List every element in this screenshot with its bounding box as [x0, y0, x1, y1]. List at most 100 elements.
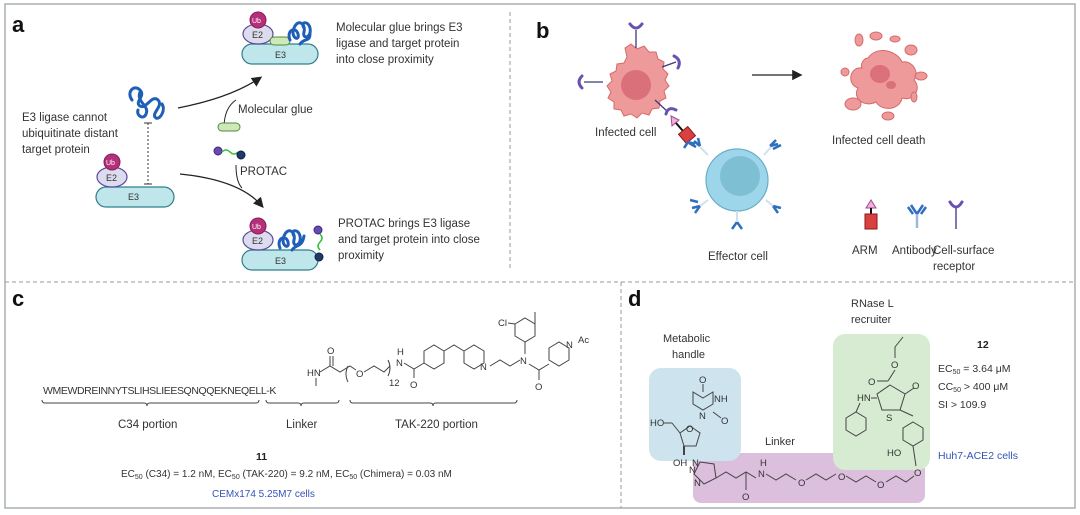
arm-icon: [864, 199, 878, 230]
glue-caption-3: into close proximity: [336, 54, 434, 66]
si-prefix: SI: [938, 399, 948, 411]
tak220-structure: N N Cl O N Ac: [423, 312, 589, 393]
caption-e3-cannot-1: E3 ligase cannot: [22, 112, 108, 124]
effector-cell-label: Effector cell: [708, 251, 768, 263]
compound-11-activity: EC50 (C34) = 1.2 nM, EC50 (TAK-220) = 9.…: [121, 469, 452, 481]
legend: ARM Antibody Cell-surface receptor: [852, 199, 994, 273]
legend-label-receptor-2: receptor: [933, 261, 975, 273]
legend-item-antibody: Antibody: [892, 204, 937, 257]
molecular-glue-label: Molecular glue: [238, 104, 313, 116]
legend-item-receptor: Cell-surface receptor: [933, 200, 994, 273]
protac-icon: [213, 146, 246, 160]
arrow-to-glue: [177, 76, 263, 109]
repeat-count: 12: [389, 378, 400, 389]
infected-cell-icon: [577, 22, 681, 119]
panel-d: d Metabolic handle RNase L recruiter Lin…: [628, 286, 1018, 503]
peptide-sequence: WMEWDREINNYTSLIHSLIEESQNQQEKNEQELL-K: [43, 385, 276, 397]
cc50-value: > 400 μM: [961, 381, 1008, 393]
metabolic-handle-label-1: Metabolic: [663, 333, 711, 345]
molecular-glue-icon: [217, 122, 241, 132]
chem-o: O: [798, 478, 805, 489]
chem-ho: HO: [887, 448, 901, 459]
ec50-sub: 50: [232, 474, 240, 481]
linker-chain: N N O H N O O O O: [689, 458, 921, 503]
cells-label-c: CEMx174 5.25M7 cells: [212, 489, 315, 500]
si-line: SI > 109.9: [938, 399, 986, 411]
chem-n: N: [689, 465, 696, 476]
ub-label: Ub: [252, 18, 261, 25]
ec50-sub: 50: [953, 369, 961, 376]
chem-hn: HN: [307, 368, 321, 379]
c34-portion-label: C34 portion: [118, 419, 177, 431]
chem-o: O: [410, 380, 417, 391]
rnase-label-1: RNase L: [851, 298, 894, 310]
chem-h: H: [760, 458, 767, 469]
chem-o: O: [912, 381, 919, 392]
protac-caption-1: PROTAC brings E3 ligase: [338, 218, 470, 230]
panel-a: a E3 ligase cannot ubiquitinate distant …: [12, 11, 480, 271]
ec50-c34-value: (C34) = 1.2 nM,: [143, 469, 218, 480]
panel-b: b Infected cell: [536, 18, 994, 273]
cc50-sub: 50: [953, 387, 961, 394]
legend-label-receptor-1: Cell-surface: [933, 245, 994, 257]
e2-label: E2: [252, 30, 263, 40]
chem-o: O: [686, 424, 693, 435]
ec50-line: EC50 = 3.64 μM: [938, 363, 1011, 376]
legend-label-antibody: Antibody: [892, 245, 937, 257]
glue-caption-1: Molecular glue brings E3: [336, 22, 463, 34]
ec50-chimera-value: (Chimera) = 0.03 nM: [357, 469, 452, 480]
chem-hn: HN: [857, 393, 871, 404]
chem-oh: OH: [673, 458, 687, 469]
ec50-chimera-prefix: EC: [335, 469, 349, 480]
ec50-prefix: EC: [938, 363, 953, 375]
chem-n: N: [758, 469, 765, 480]
panel-c: c WMEWDREINNYTSLIHSLIEESQNQQEKNEQELL-K H…: [12, 286, 589, 500]
chem-cl: Cl: [498, 318, 507, 329]
protac-caption-2: and target protein into close: [338, 234, 480, 246]
metabolic-handle-region: [649, 368, 741, 461]
linker-portion-label: Linker: [286, 419, 317, 431]
chem-n: N: [480, 362, 487, 373]
e3-label: E3: [275, 50, 286, 60]
legend-label-arm: ARM: [852, 245, 878, 257]
e3-ligase-icon: [95, 186, 175, 208]
protac-complex: E3 E2 Ub: [241, 217, 324, 271]
rnase-label-2: recruiter: [851, 314, 892, 326]
chem-o: O: [914, 468, 921, 479]
compound-12-label: 12: [977, 339, 989, 351]
target-protein-icon: [128, 86, 165, 120]
chem-s: S: [886, 413, 892, 424]
arrow-to-protac: [179, 173, 264, 208]
chem-o: O: [356, 369, 363, 380]
chem-o: O: [742, 492, 749, 503]
chem-n: N: [566, 340, 573, 351]
arm-bound-icon: [670, 115, 697, 145]
glue-complex: E3 E2 Ub: [241, 11, 319, 65]
uridine-structure: O NH N O O HO OH N: [650, 375, 728, 469]
ec50-c34-prefix: EC: [121, 469, 135, 480]
ub-label: Ub: [252, 224, 261, 231]
chem-o: O: [877, 480, 884, 491]
chem-o: O: [327, 346, 334, 357]
panel-letter-d: d: [628, 286, 641, 311]
cell-death-icon: [840, 31, 928, 121]
protac-label: PROTAC: [240, 166, 287, 178]
chem-o: O: [838, 472, 845, 483]
chem-o: O: [868, 377, 875, 388]
si-value: > 109.9: [948, 399, 986, 411]
metabolic-handle-label-2: handle: [672, 349, 705, 361]
chem-ac: Ac: [578, 335, 589, 346]
chem-n: N: [520, 356, 527, 367]
panel-letter-a: a: [12, 12, 25, 37]
chem-ho: HO: [650, 418, 664, 429]
antibody-icon: [906, 204, 928, 228]
cc50-line: CC50 > 400 μM: [938, 381, 1008, 394]
panel-letter-b: b: [536, 18, 549, 43]
ec50-tak-prefix: EC: [218, 469, 232, 480]
e2-label: E2: [106, 173, 117, 183]
figure-border: [4, 3, 1076, 509]
effector-cell-icon: [682, 137, 782, 230]
chem-n: N: [699, 411, 706, 422]
chem-nh: NH: [714, 394, 728, 405]
